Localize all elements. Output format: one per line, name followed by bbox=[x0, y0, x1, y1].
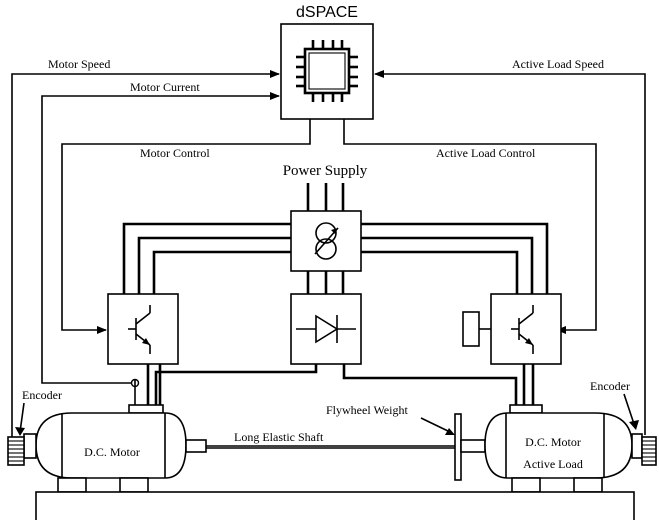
motor-converter-box bbox=[107, 293, 179, 365]
encoder-right-icon bbox=[631, 433, 657, 466]
active-load-control-label: Active Load Control bbox=[436, 146, 536, 160]
right-motor-label-2: Active Load bbox=[523, 457, 583, 471]
dspace-title: dSPACE bbox=[296, 4, 358, 21]
transformer-icon bbox=[314, 222, 339, 260]
right-motor bbox=[484, 404, 633, 493]
shaft-label: Long Elastic Shaft bbox=[234, 430, 324, 444]
motor-current-line bbox=[41, 92, 280, 384]
active-load-speed-label: Active Load Speed bbox=[512, 57, 604, 71]
dspace-box bbox=[280, 23, 374, 120]
left-motor bbox=[35, 404, 207, 493]
power-supply-label: Power Supply bbox=[283, 163, 368, 179]
rectifier-feed bbox=[306, 271, 345, 294]
encoder-left-label: Encoder bbox=[22, 388, 62, 402]
resistor-icon bbox=[462, 311, 480, 347]
rectifier-dc-feed bbox=[154, 364, 518, 405]
active-load-dc-feed bbox=[522, 364, 535, 405]
base-plate bbox=[35, 491, 635, 520]
motor-control-label: Motor Control bbox=[140, 146, 210, 160]
active-load-control-line bbox=[343, 119, 597, 334]
encoder-left-icon bbox=[7, 433, 37, 466]
flywheel-icon bbox=[454, 413, 462, 481]
flywheel-label: Flywheel Weight bbox=[326, 403, 408, 417]
active-load-converter-box bbox=[490, 293, 562, 365]
left-power-bus bbox=[122, 222, 291, 294]
left-motor-label: D.C. Motor bbox=[84, 445, 140, 459]
motor-dc-feed bbox=[146, 364, 162, 405]
transistor-icon bbox=[511, 305, 534, 354]
encoder-right-label: Encoder bbox=[590, 379, 630, 393]
right-power-bus bbox=[361, 222, 549, 294]
active-load-speed-line bbox=[374, 70, 646, 435]
motor-speed-line bbox=[11, 70, 280, 440]
processor-chip-icon bbox=[296, 40, 358, 102]
motor-speed-label: Motor Speed bbox=[48, 57, 110, 71]
power-input-lines bbox=[306, 183, 345, 211]
transistor-icon bbox=[128, 305, 151, 354]
right-motor-label-1: D.C. Motor bbox=[525, 435, 581, 449]
motor-control-line bbox=[61, 119, 311, 334]
motor-current-label: Motor Current bbox=[130, 80, 200, 94]
diode-icon bbox=[296, 314, 356, 344]
